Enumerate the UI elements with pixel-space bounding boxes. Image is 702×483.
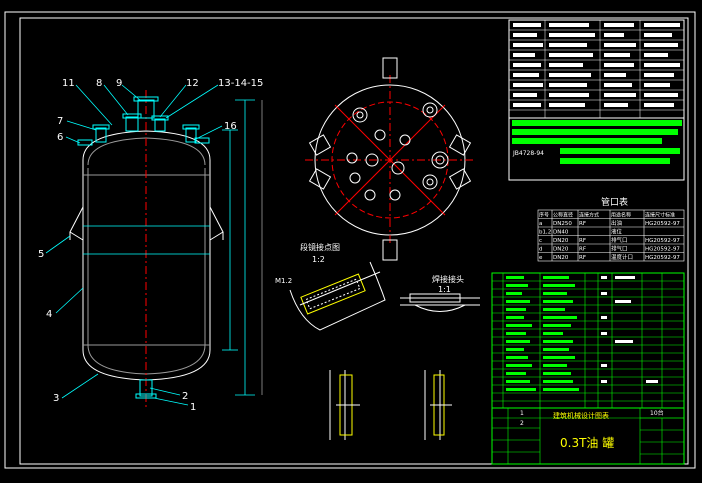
- plan-view: [305, 57, 475, 261]
- nozzle-table-header: 序号: [539, 212, 549, 219]
- nozzle-table-cell: DN40: [553, 230, 569, 236]
- nozzle-table-header: 连接方式: [579, 212, 599, 219]
- nozzle-table-cell: d: [539, 247, 543, 253]
- nozzle-table-cell: HG20592-97: [645, 238, 680, 244]
- nozzle-table-header: 连接尺寸标准: [645, 212, 675, 219]
- section-details: [329, 370, 452, 440]
- balloon-7: 7: [57, 116, 63, 127]
- parts-row-2: 2: [520, 420, 524, 427]
- balloon-2: 2: [182, 391, 188, 402]
- detail-a-ref: M1.2: [275, 277, 292, 285]
- detail-a-title: 段镜接点图: [300, 242, 340, 252]
- vessel-dimensions: [83, 99, 263, 396]
- nozzle-table-cell: DN20: [553, 238, 569, 244]
- balloon-leaders: [45, 84, 223, 406]
- detail-b: 焊接接头 1:1: [400, 274, 480, 312]
- balloon-5: 5: [38, 249, 44, 260]
- balloon-13-14-15: 13-14-15: [218, 78, 263, 89]
- nozzle-table-cell: 温度计口: [611, 253, 633, 261]
- nozzle-table-header: 用途名称: [611, 212, 631, 219]
- nozzle-table-cell: b1,2: [539, 230, 551, 236]
- nozzle-table-cell: HG20592-97: [645, 221, 680, 227]
- detail-a-scale: 1:2: [312, 255, 325, 264]
- balloon-16: 16: [224, 121, 237, 132]
- tech-requirements: JB4728-94: [508, 19, 685, 181]
- nozzle-table-cell: RF: [579, 238, 586, 244]
- title-drawing-name: 0.3T油 罐: [560, 436, 614, 450]
- nozzle-table-cell: 出油: [611, 219, 623, 227]
- balloon-11: 11: [62, 78, 75, 89]
- balloon-labels: 11 8 9 12 13-14-15 7 6 16 5 4 3 2 1: [38, 78, 263, 413]
- nozzle-table-cell: DN20: [553, 255, 569, 261]
- nozzle-table-cell: DN250: [553, 221, 572, 227]
- vessel-elevation: [69, 90, 224, 410]
- balloon-8: 8: [96, 78, 102, 89]
- nozzle-table-header: 公称直径: [553, 212, 573, 219]
- nozzle-table-cell: RF: [579, 247, 586, 253]
- balloon-12: 12: [186, 78, 199, 89]
- balloon-9: 9: [116, 78, 122, 89]
- parts-qty: 10台: [650, 409, 664, 417]
- detail-b-title: 焊接接头: [432, 274, 464, 284]
- balloon-3: 3: [53, 393, 59, 404]
- nozzle-table-cell: c: [539, 238, 542, 244]
- nozzle-table-title: 管口表: [601, 196, 628, 208]
- title-company: 建筑机械设计图表: [553, 411, 609, 420]
- balloon-1: 1: [190, 402, 196, 413]
- vessel-nozzles: [77, 96, 210, 399]
- detail-b-scale: 1:1: [438, 285, 451, 294]
- tech-std-code: JB4728-94: [512, 150, 544, 157]
- nozzle-table-cell: a: [539, 221, 542, 227]
- nozzle-table-cell: e: [539, 255, 543, 261]
- nozzle-table-cell: 排气口: [611, 245, 628, 253]
- nozzle-table-cell: RF: [579, 221, 586, 227]
- nozzle-table-cell: HG20592-97: [645, 247, 680, 253]
- nozzle-table-cell: HG20592-97: [645, 255, 680, 261]
- nozzle-table-cell: 排气口: [611, 236, 628, 244]
- nozzle-table-cell: 液位: [611, 228, 623, 236]
- balloon-4: 4: [46, 309, 52, 320]
- title-block: 1 2 10台 建筑机械设计图表 0.3T油 罐: [491, 407, 685, 465]
- balloon-6: 6: [57, 132, 63, 143]
- parts-row-1: 1: [520, 410, 524, 417]
- parts-list: [491, 272, 685, 409]
- nozzle-table-cell: RF: [579, 255, 586, 261]
- nozzle-table-cell: DN20: [553, 247, 569, 253]
- detail-a: 段镜接点图 1:2 M1.2: [275, 242, 386, 331]
- drawing-frame: [4, 11, 696, 469]
